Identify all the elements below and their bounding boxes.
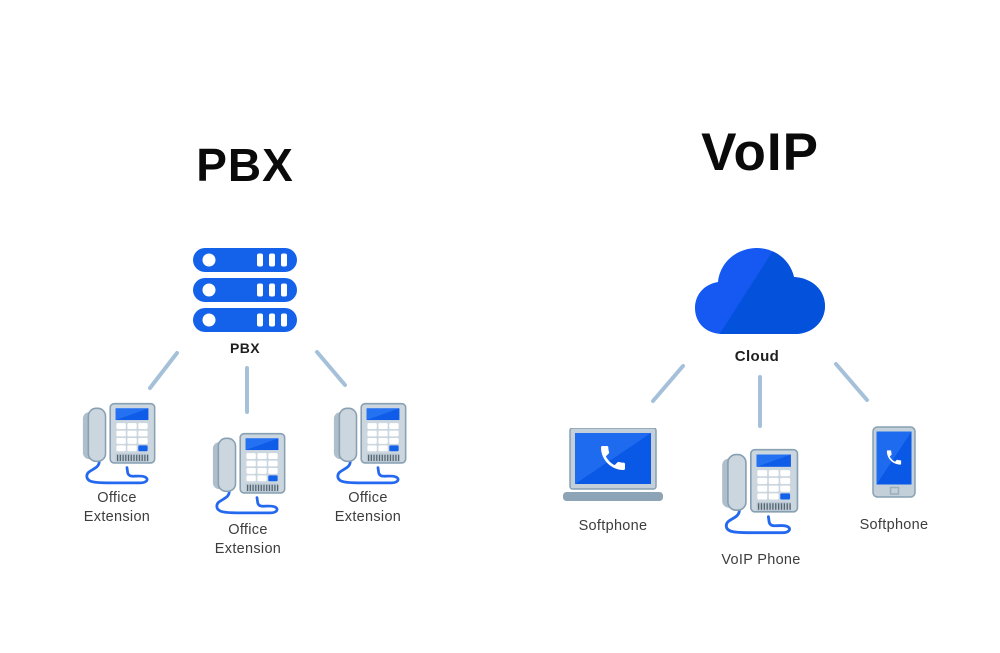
device-label: Office Extension: [83, 490, 151, 526]
desk-phone-icon: [720, 448, 799, 535]
cloud-hub-label: Cloud: [734, 348, 780, 365]
smartphone-icon: [873, 427, 915, 497]
laptop-icon: [563, 428, 663, 501]
pbx-hub-label: PBX: [230, 340, 260, 356]
pbx-section-title: PBX: [196, 139, 294, 191]
server-stack-icon: [193, 248, 297, 332]
desk-phone-icon: [81, 402, 157, 485]
desk-phone-icon: [211, 432, 287, 515]
pbx-line-left: [148, 351, 179, 390]
pbx-connector-lines: [148, 350, 347, 414]
device-label: VoIP Phone: [721, 552, 801, 568]
voip-line-left: [651, 364, 685, 403]
device-label: Office Extension: [214, 522, 282, 558]
device-label: Office Extension: [334, 490, 402, 526]
desk-phone-icon: [332, 402, 408, 485]
voip-connector-lines: [651, 362, 869, 428]
cloud-icon: [693, 238, 827, 338]
voip-line-right: [834, 362, 869, 402]
device-label: Softphone: [578, 518, 648, 534]
pbx-line-right: [315, 350, 347, 387]
device-label: Softphone: [859, 517, 929, 533]
voip-section-title: VoIP: [701, 123, 819, 182]
